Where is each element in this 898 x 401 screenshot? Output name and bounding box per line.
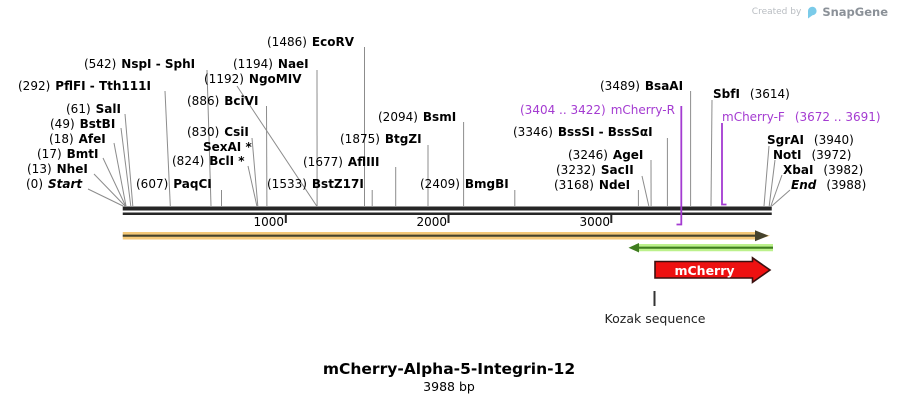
- site-label-xbai: XbaI(3982): [783, 163, 864, 177]
- primer-marks: [676, 106, 727, 226]
- sequence-ruler: [122, 206, 772, 223]
- snapgene-wordmark: SnapGene: [822, 5, 888, 19]
- site-label-sexai: SexAI *: [203, 140, 252, 154]
- site-label-afei: (18)AfeI: [49, 132, 106, 146]
- site-label-sali: (61)SalI: [66, 102, 121, 116]
- ruler-tick-1000: 1000: [253, 215, 284, 229]
- mcherry-f-primer-mark: [721, 123, 727, 206]
- site-label-afliii: (1677)AflIII: [303, 155, 380, 169]
- site-label-paqci: (607)PaqCI: [136, 177, 212, 191]
- site-label-sbfi: SbfI(3614): [713, 87, 790, 101]
- site-label-bmgbi: (2409)BmgBI: [420, 177, 509, 191]
- created-by-text: Created by: [751, 7, 802, 17]
- kozak-tick: [653, 291, 656, 306]
- mcherry-r-primer-mark: [676, 106, 683, 226]
- site-label-naei: (1194)NaeI: [233, 57, 309, 71]
- site-label-nhei: (13)NheI: [27, 162, 88, 176]
- primer-label-mcherry-f: mCherry-F(3672 .. 3691): [722, 110, 881, 124]
- site-label-bstbi: (49)BstBI: [50, 117, 116, 131]
- site-label-csii: (830)CsiI: [187, 125, 249, 139]
- mcherry-feature-label: mCherry: [674, 263, 735, 278]
- site-label-start: (0)Start: [26, 177, 83, 191]
- site-label-sgrai: SgrAI(3940): [767, 133, 854, 147]
- site-label-bcli: (824)BclI *: [172, 154, 245, 168]
- site-label-bsssi: (3346)BssSI - BssSαI: [513, 125, 653, 139]
- leader-lines: [87, 47, 791, 207]
- construct-length: 3988 bp: [423, 379, 475, 394]
- site-label-bsaai: (3489)BsaAI: [600, 79, 684, 93]
- construct-arrow: [122, 230, 770, 242]
- site-label-ndei: (3168)NdeI: [554, 178, 631, 192]
- site-label-noti: NotI(3972): [773, 148, 852, 162]
- site-label-pflfi-tth111i: (292)PflFI - Tth111I: [18, 79, 151, 93]
- site-label-sacii: (3232)SacII: [556, 163, 634, 177]
- site-label-ngomiv: (1192)NgoMIV: [204, 72, 302, 86]
- primer-label-mcherry-r: (3404 .. 3422)mCherry-R: [520, 103, 675, 117]
- mcherry-feature-arrow: [654, 256, 772, 284]
- snapgene-branding: Created by SnapGene: [752, 5, 888, 19]
- site-label-bmti: (17)BmtI: [37, 147, 99, 161]
- snapgene-icon: [808, 6, 817, 18]
- reverse-feature-arrow: [628, 243, 773, 253]
- ruler-tick-3000: 3000: [579, 215, 610, 229]
- site-label-ecorv: (1486)EcoRV: [267, 35, 354, 49]
- site-label-end: End(3988): [791, 178, 867, 192]
- site-label-btgzi: (1875)BtgZI: [340, 132, 422, 146]
- site-label-bcivi: (886)BciVI: [187, 94, 259, 108]
- ruler-tick-2000: 2000: [416, 215, 447, 229]
- site-label-bstz17i: (1533)BstZ17I: [267, 177, 364, 191]
- site-label-bsmi: (2094)BsmI: [378, 110, 457, 124]
- site-label-agei: (3246)AgeI: [568, 148, 644, 162]
- site-label-nspi-sphi: (542)NspI - SphI: [84, 57, 196, 71]
- construct-title: mCherry-Alpha-5-Integrin-12: [322, 360, 576, 378]
- kozak-sequence-label: Kozak sequence: [604, 311, 706, 326]
